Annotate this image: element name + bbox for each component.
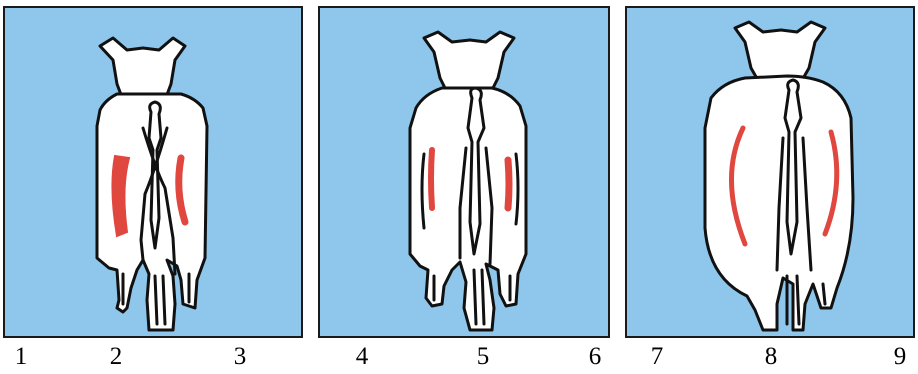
cow-rear-view-thin <box>5 8 301 336</box>
panel-moderate-muscling <box>318 6 610 338</box>
scale-number-1: 1 <box>15 343 28 371</box>
cow-rear-view-moderate <box>320 8 608 336</box>
cow-rear-view-heavy <box>627 8 913 336</box>
panel-heavy-muscling <box>625 6 915 338</box>
panel-thin-muscling <box>3 6 303 338</box>
scale-number-8: 8 <box>765 343 778 371</box>
scale-number-4: 4 <box>356 343 369 371</box>
scale-number-6: 6 <box>589 343 602 371</box>
scale-number-5: 5 <box>477 343 490 371</box>
scale-number-7: 7 <box>651 343 664 371</box>
scale-number-9: 9 <box>894 343 907 371</box>
muscle-marking-left <box>431 150 432 208</box>
scale-number-3: 3 <box>234 343 247 371</box>
muscle-marking-right <box>508 160 509 208</box>
scale-number-2: 2 <box>110 343 123 371</box>
